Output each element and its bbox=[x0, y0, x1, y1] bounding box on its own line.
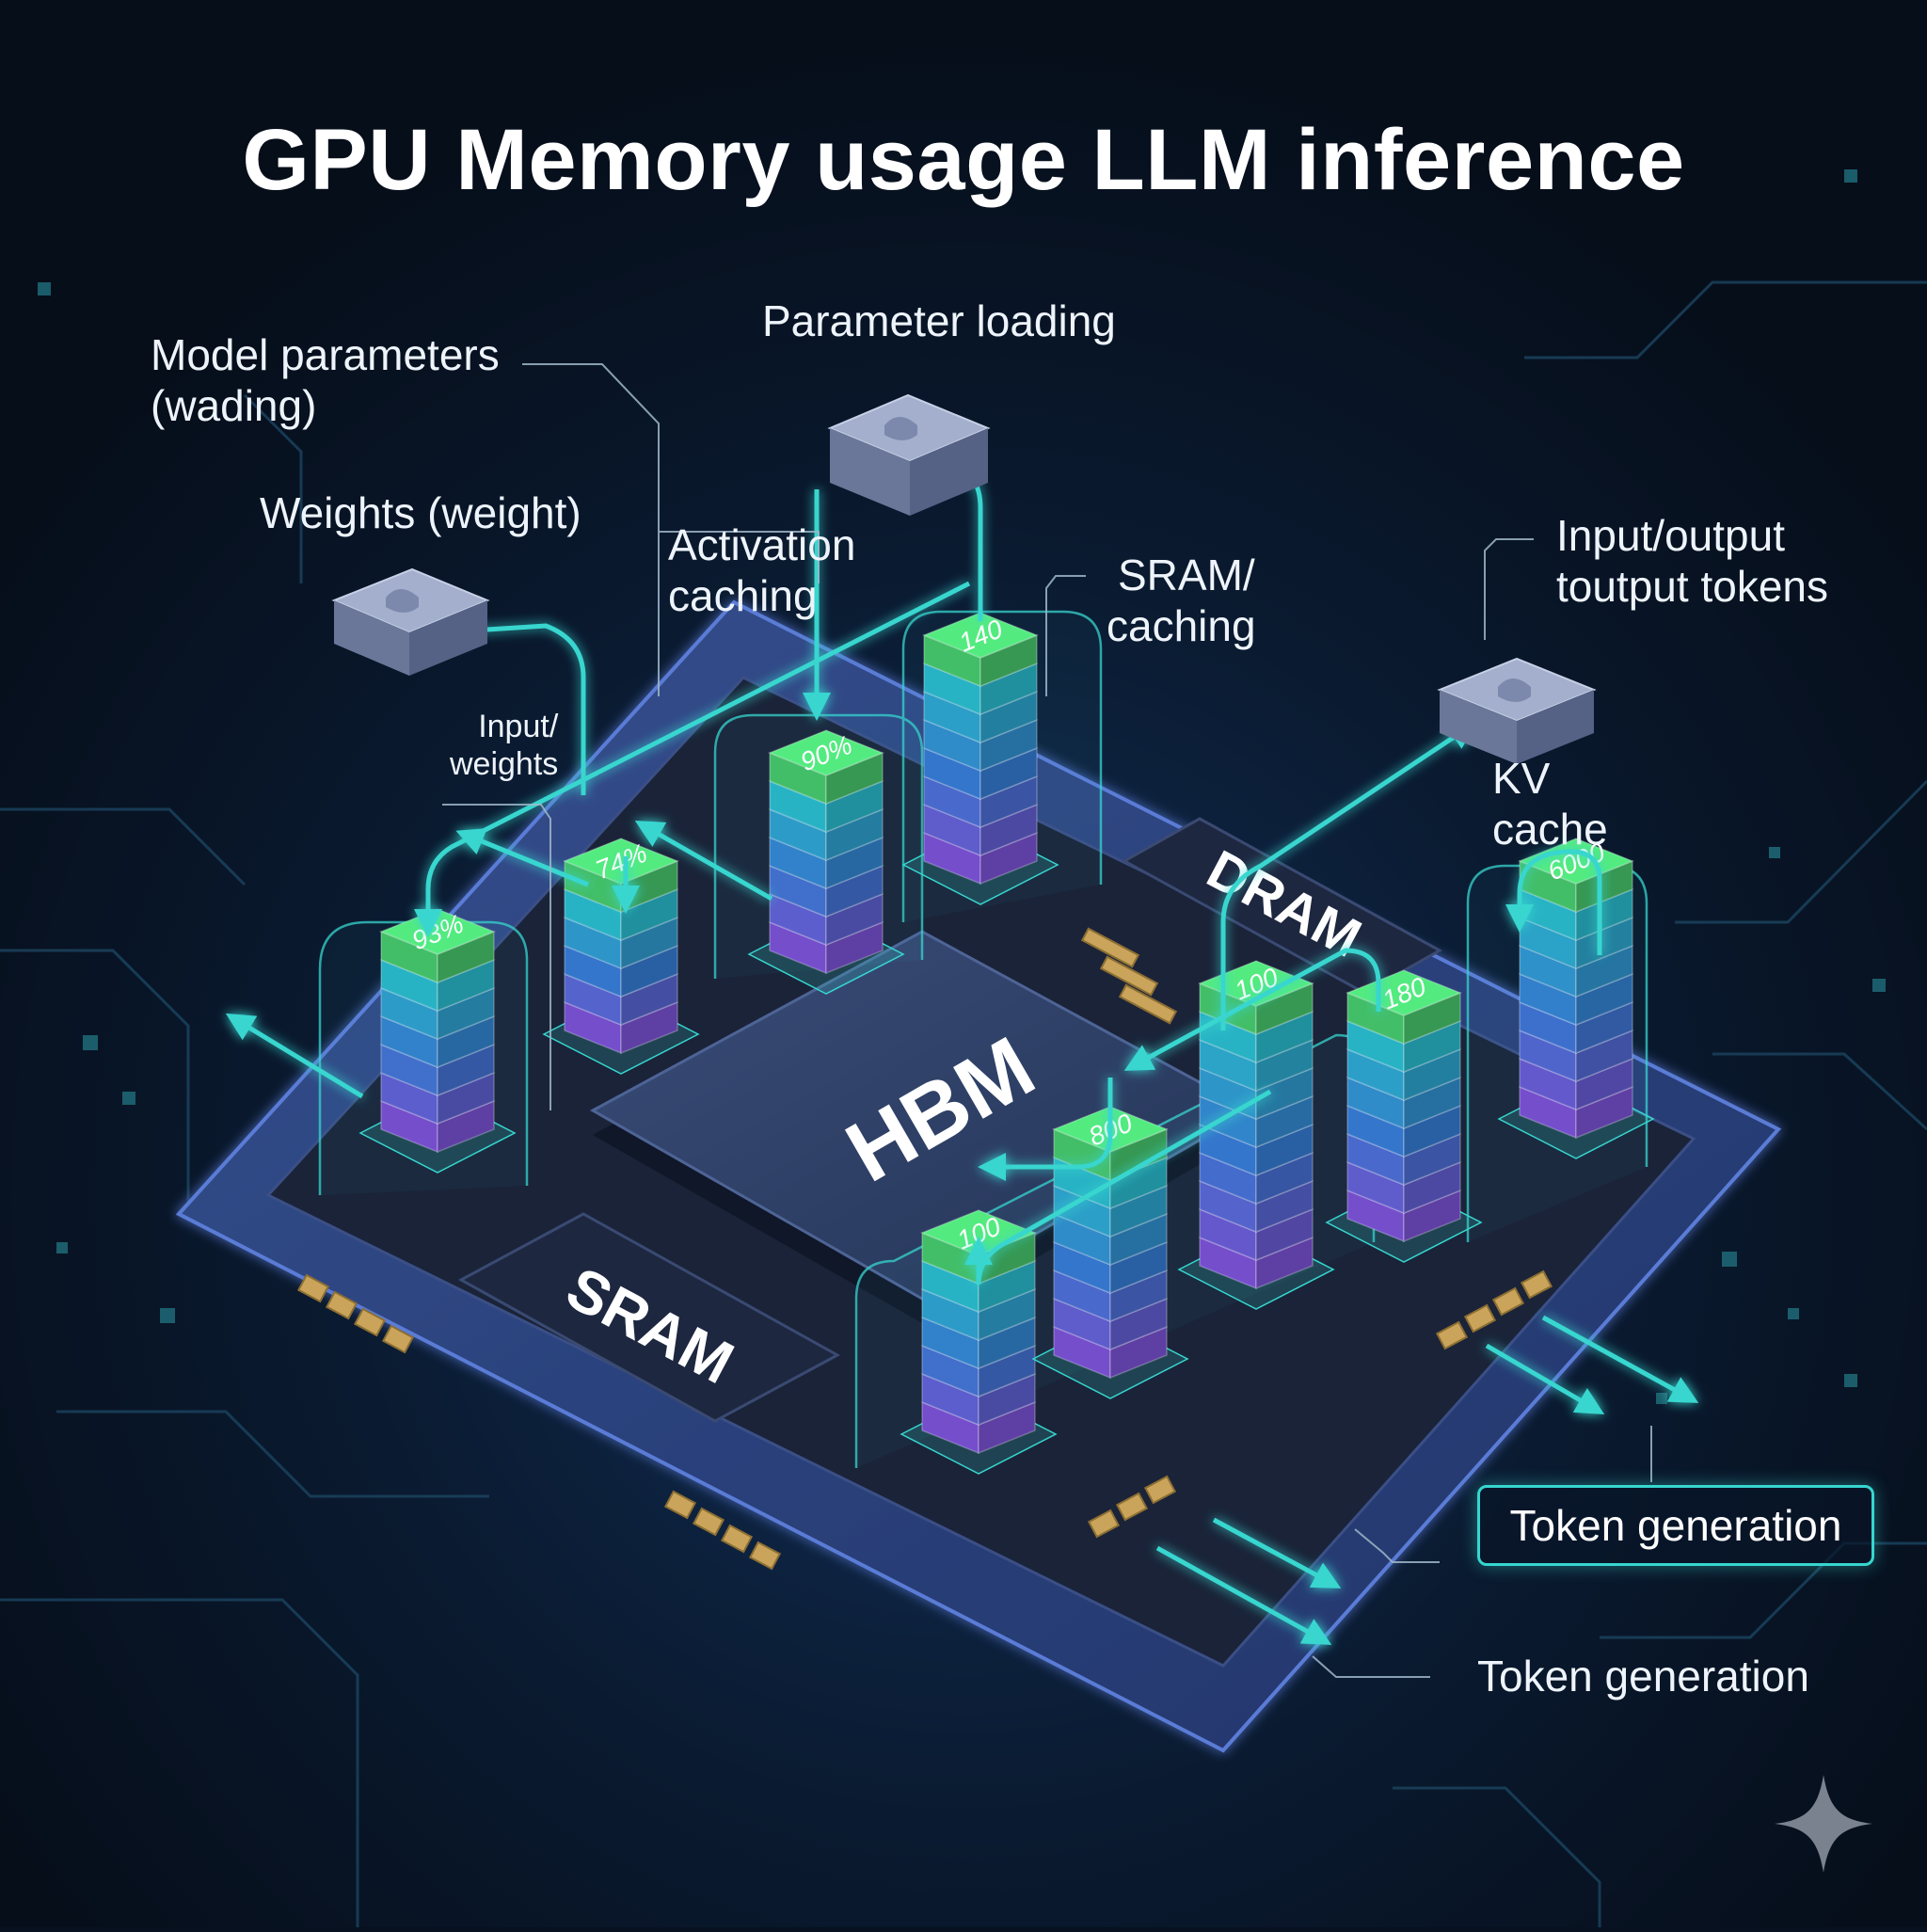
arrow-token-out-4 bbox=[1155, 1545, 1332, 1645]
label-kv-cache: KV cache bbox=[1492, 753, 1608, 854]
stack-7-top-face bbox=[1197, 960, 1315, 1007]
parameter-cube bbox=[827, 393, 991, 516]
label-kv-cache-line1: KV bbox=[1492, 754, 1551, 803]
stack-1: 93% bbox=[358, 908, 517, 1174]
stack-9: 6000 bbox=[1497, 837, 1655, 1159]
stack-9-top-face bbox=[1517, 838, 1635, 885]
stack-8-top-face bbox=[1345, 969, 1463, 1016]
arrow-token-out-1 bbox=[1541, 1315, 1699, 1403]
label-input-weights-line1: Input/ bbox=[478, 709, 559, 744]
arrow-to-io-cube bbox=[1220, 721, 1477, 1030]
stack-3: 90% bbox=[747, 729, 905, 995]
label-model-parameters: Model parameters (wading) bbox=[151, 329, 500, 431]
stack-7: 100 bbox=[1177, 960, 1335, 1310]
label-parameter-loading: Parameter loading bbox=[762, 296, 1116, 345]
label-weights: Weights (weight) bbox=[260, 488, 581, 537]
arrow-token-out-3 bbox=[1212, 1517, 1342, 1589]
label-sram-caching-line2: caching bbox=[1107, 601, 1256, 650]
arrow-stack2-out bbox=[455, 828, 589, 887]
arrow-stack6-in bbox=[978, 1078, 1113, 1181]
arrow-left-1 bbox=[634, 821, 773, 902]
label-model-parameters-line1: Model parameters bbox=[151, 330, 500, 379]
circuit-traces bbox=[0, 280, 1927, 1927]
label-token-generation: Token generation bbox=[1477, 1652, 1809, 1700]
weights-cube bbox=[331, 567, 490, 676]
stack-4: 140 bbox=[901, 612, 1059, 905]
label-model-parameters-line2: (wading) bbox=[151, 381, 317, 430]
arrow-token-out-2 bbox=[1485, 1343, 1605, 1415]
label-input-output-tokens: Input/output toutput tokens bbox=[1556, 510, 1828, 612]
stack-2: 74% bbox=[542, 838, 700, 1075]
label-input-weights-line2: weights bbox=[450, 746, 559, 782]
arrow-kv-loop bbox=[1505, 849, 1602, 955]
label-activation-caching-line1: Activation bbox=[668, 520, 856, 569]
arrow-to-stack-1 bbox=[414, 581, 971, 937]
stack-5: 100 bbox=[900, 1209, 1058, 1475]
gold-pads bbox=[296, 927, 1553, 1571]
label-activation-caching: Activation caching bbox=[668, 519, 855, 621]
label-input-output-line2: toutput tokens bbox=[1556, 562, 1828, 611]
token-generation-box: Token generation bbox=[1477, 1485, 1874, 1566]
label-sram-caching-line1: SRAM/ bbox=[1118, 551, 1255, 599]
stack-2-top-face bbox=[562, 838, 680, 885]
label-kv-cache-line2: cache bbox=[1492, 805, 1608, 854]
stack-6: 800 bbox=[1031, 1106, 1189, 1399]
sparkle-icon bbox=[1775, 1775, 1872, 1873]
leader-lines bbox=[442, 363, 1652, 1678]
label-sram-caching: SRAM/ caching bbox=[1107, 550, 1256, 651]
stack-3-top-face bbox=[767, 729, 885, 776]
sram-chip bbox=[457, 1212, 841, 1423]
io-cube bbox=[1437, 657, 1597, 764]
label-activation-caching-line2: caching bbox=[668, 571, 818, 620]
stack-8: 180 bbox=[1325, 969, 1483, 1263]
data-flow-arrows bbox=[225, 456, 1699, 1645]
arrow-to-weights-cube bbox=[437, 616, 586, 795]
circuit-dots bbox=[38, 169, 1886, 1404]
label-input-weights: Input/ weights bbox=[450, 708, 558, 783]
dram-chip bbox=[1121, 817, 1443, 995]
label-input-output-line1: Input/output bbox=[1556, 511, 1785, 560]
arrow-left-edge bbox=[225, 1013, 364, 1099]
arrow-stack5-in bbox=[1123, 948, 1381, 1071]
stack-4-top-face bbox=[921, 612, 1040, 659]
arrow-stack7-in bbox=[964, 1089, 1272, 1285]
page-title: GPU Memory usage LLM inference bbox=[242, 112, 1685, 208]
